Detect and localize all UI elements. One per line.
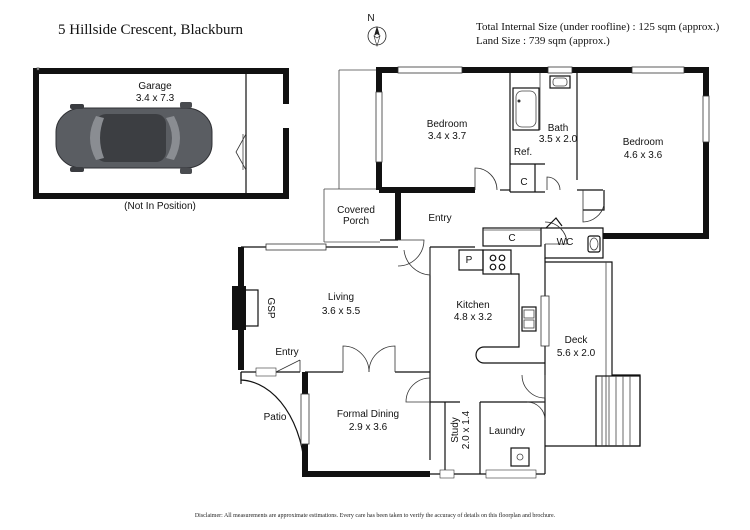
disclaimer-text: Disclaimer: All measurements are approxi… [195,512,556,519]
north-label: N [367,13,374,24]
north-compass-icon: N [367,13,387,48]
bedroom1-dims: 3.4 x 3.7 [428,131,467,142]
bath-name: Bath [548,123,569,134]
cupboard-label-bath: C [520,177,527,188]
study-dims: 2.0 x 1.4 [461,410,472,449]
deck-name: Deck [565,335,589,346]
garage-note: (Not In Position) [124,201,196,212]
fridge-label: Ref. [514,147,532,158]
garage: Garage 3.4 x 7.3 (Not In Position) [33,68,291,212]
kitchen-name: Kitchen [456,300,489,311]
pantry-label: P [466,255,473,266]
bedroom1-name: Bedroom [427,119,468,130]
formal-dining-dims: 2.9 x 3.6 [349,422,388,433]
internal-size-note: Total Internal Size (under roofline) : 1… [476,21,720,33]
formal-dining-name: Formal Dining [337,409,399,420]
garage-name: Garage [138,81,172,92]
entry-hall-label: Entry [428,213,451,224]
laundry-label: Laundry [489,426,525,437]
covered-porch-label-line2: Porch [343,216,369,227]
land-size-note: Land Size : 739 sqm (approx.) [476,35,610,47]
living-name: Living [328,292,354,303]
property-address: 5 Hillside Crescent, Blackburn [58,22,243,38]
garage-dims: 3.4 x 7.3 [136,93,175,104]
wc-label: WC [557,237,574,248]
bedroom2-dims: 4.6 x 3.6 [624,150,663,161]
car-icon [55,102,213,174]
house [36,66,710,479]
deck-dims: 5.6 x 2.0 [557,348,596,359]
cupboard-label-hall: C [508,233,515,244]
bath-dims: 3.5 x 2.0 [539,134,578,145]
study-name: Study [450,417,461,443]
bedroom2-name: Bedroom [623,137,664,148]
kitchen-dims: 4.8 x 3.2 [454,312,493,323]
entry-living-label: Entry [275,347,298,358]
gas-space-heater-label: GSP [265,297,276,318]
deck-stairs [595,375,641,447]
living-dims: 3.6 x 5.5 [322,306,361,317]
covered-porch-label-line1: Covered [337,205,375,216]
patio-label: Patio [264,412,287,423]
